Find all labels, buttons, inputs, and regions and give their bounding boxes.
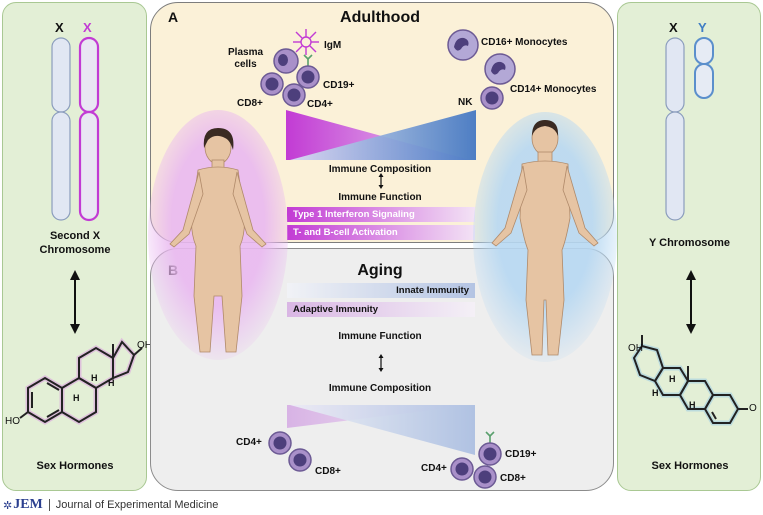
aging-cd8-left-cell-icon: [288, 448, 312, 472]
cd8-cell-icon: [260, 72, 284, 96]
estradiol-h3-label: H: [108, 378, 115, 388]
male-hair: [532, 120, 559, 136]
aging-updown-arrow-icon: [378, 354, 384, 372]
estradiol-oh-label: OH: [137, 340, 152, 351]
cd19-label: CD19+: [323, 80, 355, 91]
aging-cd4-left-cell-icon: [268, 431, 292, 455]
testosterone-h1-label: H: [669, 374, 676, 384]
adulthood-updown-arrow-icon: [378, 173, 384, 189]
cd16-monocyte-icon: [447, 29, 479, 61]
aging-cells: [268, 431, 502, 489]
left-x-chromosomes: [51, 36, 100, 222]
right-chrom-label-1: X: [669, 20, 678, 35]
footer-divider: [48, 499, 50, 511]
right-chrom-label-2: Y: [698, 20, 707, 35]
adulthood-function-label: Immune Function: [338, 192, 422, 203]
left-title-line1: Second X: [49, 230, 101, 242]
aging-cd4-right-label: CD4+: [421, 463, 447, 474]
adulthood-letter: A: [168, 9, 179, 25]
male-wedge: [290, 110, 476, 160]
female-hair: [203, 128, 234, 150]
cd8-label: CD8+: [237, 98, 263, 109]
plasma-cells-text: Plasma cells: [228, 47, 264, 70]
adulthood-title: Adulthood: [340, 9, 420, 26]
igm-label: IgM: [324, 40, 342, 51]
testosterone-h3-label: H: [689, 400, 696, 410]
adulthood-wedges: [286, 110, 476, 160]
estradiol-h1-label: H: [91, 373, 98, 383]
testosterone-h2-label: H: [652, 388, 659, 398]
left-hormone-label: Sex Hormones: [36, 460, 114, 472]
aging-cd19-right-label: CD19+: [505, 449, 537, 460]
cd4-cell-icon: [282, 83, 306, 107]
left-panel: [2, 2, 147, 491]
estradiol-h2-label: H: [73, 393, 80, 403]
jem-logo-text: JEM: [13, 497, 43, 512]
aging-composition-label: Immune Composition: [328, 383, 432, 394]
cd14-label: CD14+ Monocytes: [510, 84, 597, 95]
estradiol-structure-icon: [19, 337, 143, 425]
adaptive-cells-cluster: [260, 29, 516, 110]
aging-title: Aging: [357, 262, 403, 279]
aging-wedges: [287, 405, 475, 455]
cd16-label: CD16+ Monocytes: [481, 37, 568, 48]
right-title: Y Chromosome: [648, 237, 731, 249]
nk-cell-icon: [480, 86, 504, 110]
cd19-cell-icon: [296, 54, 320, 89]
igm-icon: [293, 29, 319, 55]
jem-logo-icon: ✲: [3, 499, 13, 512]
testosterone-oh-label: OH: [628, 343, 643, 354]
plasma-cell-icon: [273, 48, 299, 74]
right-xy-chromosomes: [665, 37, 714, 221]
aging-male-wedge: [290, 405, 475, 455]
nk-label: NK: [458, 97, 473, 108]
aging-cd8-left-label: CD8+: [315, 466, 341, 477]
tb-activation-bar: T- and B-cell Activation: [287, 225, 475, 240]
journal-name: Journal of Experimental Medicine: [55, 499, 219, 511]
testosterone-structure-icon: [631, 335, 748, 426]
plasma-cells-label: Plasma cells: [228, 47, 263, 71]
aging-function-label: Immune Function: [338, 331, 422, 342]
cd4-label: CD4+: [307, 99, 333, 110]
female-figure: [148, 110, 288, 360]
aging-cd8-right-label: CD8+: [500, 473, 526, 484]
left-chrom-label-2: X: [83, 20, 92, 35]
aging-cd19-right-cell-icon: [478, 431, 502, 466]
cd14-monocyte-icon: [484, 53, 516, 85]
right-hormone-label: Sex Hormones: [651, 460, 729, 472]
innate-immunity-label: Innate Immunity: [396, 285, 469, 296]
left-title-line2: Chromosome: [39, 244, 111, 256]
interferon-bar: Type 1 Interferon Signaling: [287, 207, 475, 222]
innate-immunity-bar: Innate Immunity: [287, 283, 475, 298]
aging-cd4-right-cell-icon: [450, 457, 474, 481]
left-double-arrow-icon: [70, 270, 80, 334]
testosterone-o-label: O: [749, 403, 757, 414]
adaptive-immunity-bar: Adaptive Immunity: [287, 302, 475, 317]
aging-cd4-left-label: CD4+: [236, 437, 262, 448]
left-chrom-label-1: X: [55, 20, 64, 35]
aging-cd8-right-cell-icon: [473, 465, 497, 489]
adulthood-composition-label: Immune Composition: [328, 164, 432, 175]
male-figure: [473, 112, 617, 362]
right-double-arrow-icon: [686, 270, 696, 334]
estradiol-ho-label: HO: [5, 416, 20, 427]
jem-logo[interactable]: ✲ JEM Journal of Experimental Medicine: [3, 497, 218, 513]
